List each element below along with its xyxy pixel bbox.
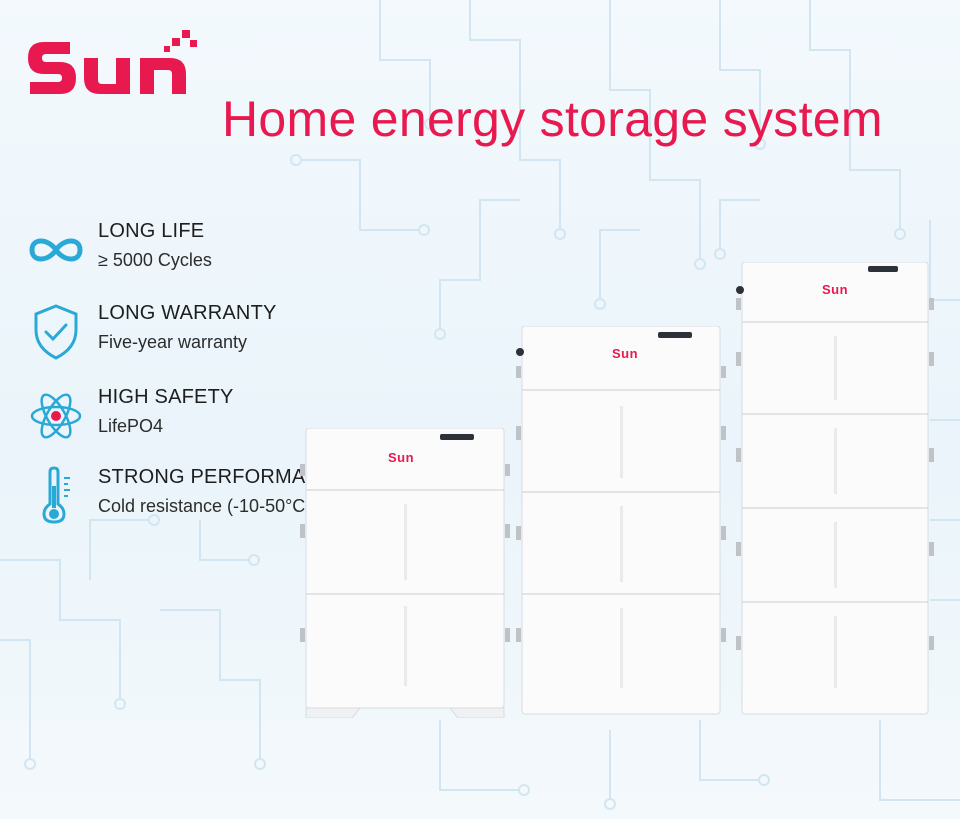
feature-heading: HIGH SAFETY bbox=[98, 386, 234, 408]
page-title: Home energy storage system bbox=[222, 91, 883, 147]
feature-strong-performance: STRONG PERFORMANCE Cold resistance (-10-… bbox=[26, 466, 406, 536]
feature-long-warranty: LONG WARRANTY Five-year warranty bbox=[26, 302, 406, 372]
feature-heading: LONG LIFE bbox=[98, 220, 205, 242]
feature-detail: ≥ 5000 Cycles bbox=[98, 250, 212, 270]
battery-brand-label: Sun bbox=[388, 450, 415, 465]
battery-brand-label: Sun bbox=[612, 346, 639, 361]
feature-long-life: LONG LIFE ≥ 5000 Cycles bbox=[26, 220, 406, 290]
feature-heading: LONG WARRANTY bbox=[98, 302, 277, 324]
atom-icon bbox=[30, 393, 82, 439]
battery-stack-medium: Sun bbox=[516, 326, 726, 718]
battery-brand-label: Sun bbox=[822, 282, 849, 297]
feature-heading: STRONG PERFORMANCE bbox=[98, 466, 349, 488]
battery-stack-large: Sun bbox=[736, 262, 936, 718]
shield-check-icon bbox=[34, 304, 78, 360]
battery-stack-small: Sun bbox=[300, 428, 510, 718]
feature-detail: Five-year warranty bbox=[98, 332, 248, 352]
brand-logo bbox=[28, 30, 197, 94]
feature-high-safety: HIGH SAFETY LifePO4 bbox=[26, 386, 406, 456]
thermometer-icon bbox=[42, 466, 70, 524]
infinity-icon bbox=[29, 238, 83, 262]
feature-detail: LifePO4 bbox=[98, 416, 164, 436]
feature-detail: Cold resistance (-10-50°C) bbox=[98, 496, 312, 516]
